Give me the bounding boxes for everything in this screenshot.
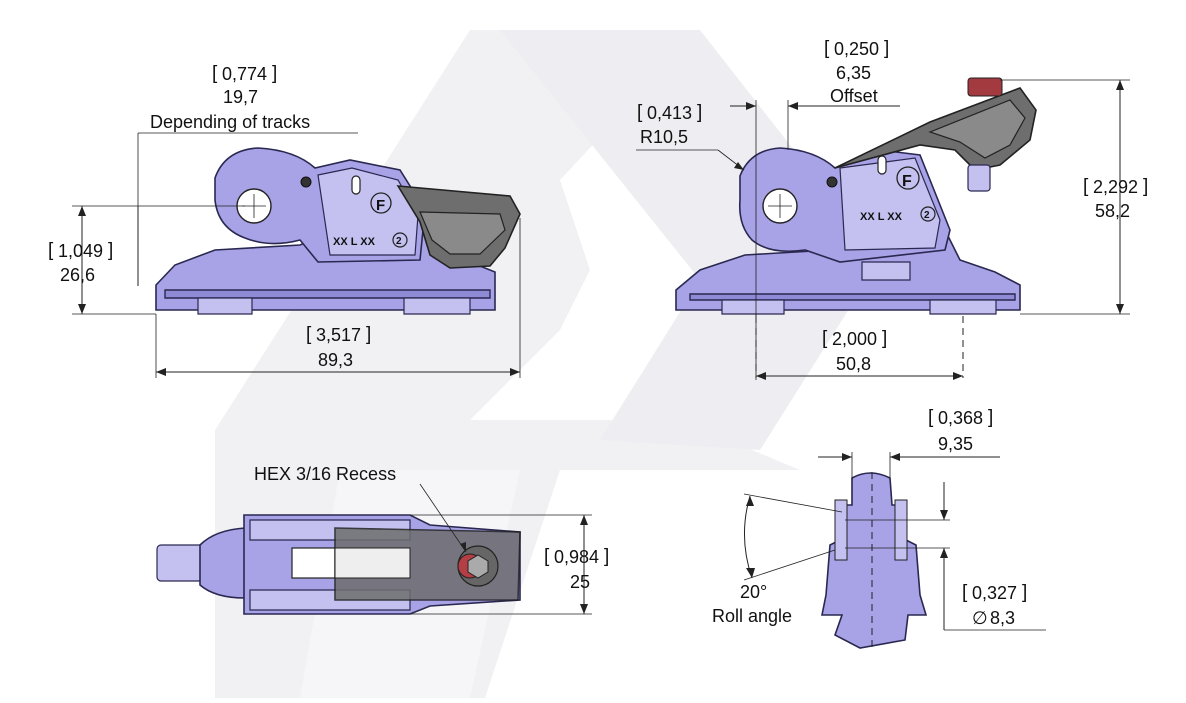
svg-text:[: [ [306, 324, 312, 345]
svg-text:[: [ [962, 582, 968, 603]
roll-angle-label: Roll angle [712, 606, 792, 626]
height-mm: 26,6 [60, 265, 95, 285]
lock-pin [967, 77, 1003, 97]
width-mm: 19,7 [223, 87, 258, 107]
svg-text:]: ] [366, 324, 371, 345]
radius-mm: R10,5 [640, 127, 688, 147]
side-view-left: F XX L XX 2 [ 0,774 ] 19,7 Depending of … [48, 63, 521, 378]
offset-inch: 0,250 [834, 39, 879, 59]
roll-angle-value: 20° [740, 582, 767, 602]
svg-text:[: [ [1083, 176, 1089, 197]
svg-text:]: ] [988, 407, 993, 428]
svg-text:]: ] [272, 63, 277, 84]
svg-text:]: ] [108, 240, 113, 261]
offset-label: Offset [830, 86, 878, 106]
f-mark: F [902, 173, 912, 190]
width-mm: 9,35 [938, 434, 973, 454]
part-marking: XX L XX [333, 236, 376, 248]
width-inch: 0,774 [222, 64, 267, 84]
svg-text:[: [ [212, 63, 218, 84]
svg-text:[: [ [48, 240, 54, 261]
svg-text:]: ] [882, 328, 887, 349]
svg-text:[: [ [544, 546, 550, 567]
height-mm: 58,2 [1095, 201, 1130, 221]
section-view: [ 0,368 ] 9,35 20° Roll angle [ 0,327 ] … [712, 407, 1046, 650]
offset-mm: 6,35 [836, 63, 871, 83]
length-inch: 3,517 [316, 325, 361, 345]
svg-text:[: [ [928, 407, 934, 428]
diameter-inch: 0,327 [972, 583, 1017, 603]
radius-inch: 0,413 [647, 103, 692, 123]
svg-text:[: [ [637, 102, 643, 123]
length-mm: 89,3 [318, 350, 353, 370]
top-view: HEX 3/16 Recess [ 0,984 ] 25 [156, 464, 609, 615]
svg-text:[: [ [822, 328, 828, 349]
height-inch: 1,049 [58, 241, 103, 261]
svg-text:]: ] [1143, 176, 1148, 197]
width-inch: 0,984 [554, 547, 599, 567]
diameter-symbol: ∅ [972, 608, 988, 628]
recess-label: HEX 3/16 Recess [254, 464, 396, 484]
width-inch: 0,368 [938, 408, 983, 428]
width-label: Depending of tracks [150, 112, 310, 132]
side-view-right: F XX L XX 2 [ 0,250 [636, 38, 1148, 380]
pitch-inch: 2,000 [832, 329, 877, 349]
svg-text:[: [ [824, 38, 830, 59]
f-mark: F [376, 197, 385, 214]
circled-number: 2 [924, 210, 930, 221]
pitch-mm: 50,8 [836, 354, 871, 374]
svg-text:]: ] [604, 546, 609, 567]
width-mm: 25 [570, 572, 590, 592]
diameter-mm: 8,3 [990, 608, 1015, 628]
part-marking: XX L XX [860, 211, 903, 223]
circled-number: 2 [396, 236, 402, 247]
height-inch: 2,292 [1093, 177, 1138, 197]
svg-text:]: ] [1022, 582, 1027, 603]
svg-text:]: ] [697, 102, 702, 123]
svg-text:]: ] [884, 38, 889, 59]
